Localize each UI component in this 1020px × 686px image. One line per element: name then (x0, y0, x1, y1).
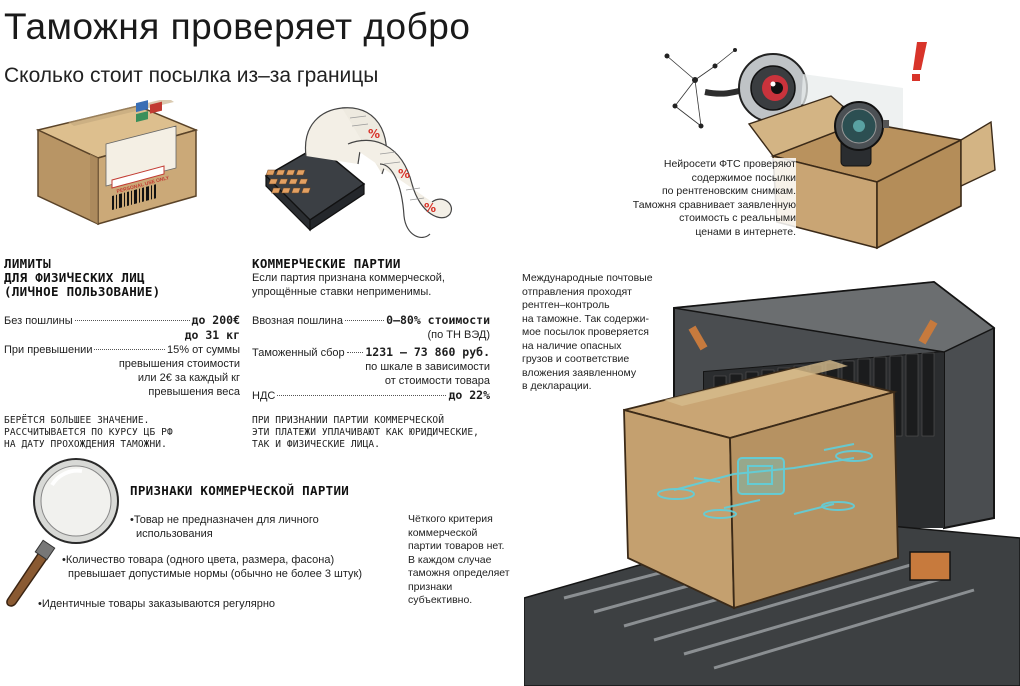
commercial-intro: Если партия признана коммерческой,упрощё… (252, 272, 445, 298)
commercial-heading: КОММЕРЧЕСКИЕ ПАРТИИ (252, 256, 401, 271)
svg-text:%: % (398, 167, 410, 181)
import-duty-sub: (по ТН ВЭД) (427, 329, 490, 341)
signs-item-2: Количество товара (одного цвета, размера… (62, 553, 362, 581)
signs-heading: ПРИЗНАКИ КОММЕРЧЕСКОЙ ПАРТИИ (130, 483, 350, 498)
limits-table: Без пошлины до 200€ до 31 кг При превыше… (4, 313, 240, 399)
import-duty-row: Ввозная пошлина 0–80% стоимости (252, 313, 490, 327)
signs-item-1: Товар не предназначен для личного исполь… (130, 513, 319, 541)
page-subtitle: Сколько стоит посылка из–за границы (4, 64, 379, 87)
excess-row: При превышении 15% от суммы (4, 344, 240, 356)
calculator-illustration: % % % (262, 104, 457, 244)
duty-free-row: Без пошлины до 200€ (4, 313, 240, 327)
page-title: Таможня проверяет добро (4, 6, 471, 47)
customs-fee-row: Таможенный сбор 1231 — 73 860 руб. (252, 345, 490, 359)
commercial-table: Ввозная пошлина 0–80% стоимости (по ТН В… (252, 313, 490, 403)
magnifier-icon (0, 455, 125, 610)
vat-row: НДС до 22% (252, 388, 490, 402)
xray-scanner-illustration (524, 268, 1020, 686)
signs-item-3: Идентичные товары заказываются регулярно (38, 597, 275, 611)
parcel-illustration: PERSONAL USE ONLY (28, 100, 203, 230)
svg-text:%: % (424, 201, 436, 215)
svg-text:%: % (368, 127, 380, 141)
ai-scan-illustration (655, 36, 1005, 256)
limits-note: БЕРЁТСЯ БОЛЬШЕЕ ЗНАЧЕНИЕ.РАССЧИТЫВАЕТСЯ … (4, 415, 173, 450)
duty-free-weight: до 31 кг (184, 328, 240, 342)
